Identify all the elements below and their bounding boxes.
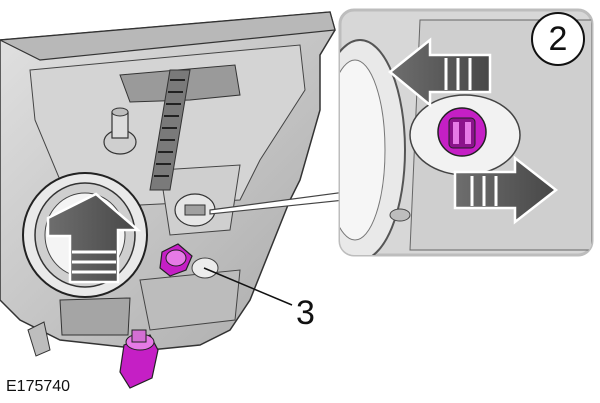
rotate-left-arrow: [388, 37, 492, 108]
insert-arrow: [46, 192, 142, 284]
callout-2-label: 2: [548, 20, 568, 58]
inset-detail: [338, 8, 594, 257]
callout-2-badge: 2: [531, 12, 585, 66]
figure-id-label: E175740: [6, 378, 71, 395]
wiring-clip: [27, 321, 51, 357]
callout-3-leader: [203, 267, 293, 306]
rotate-right-arrow: [453, 155, 559, 225]
callout-3-label: 3: [296, 294, 315, 332]
side-bulb-removed: [119, 329, 159, 389]
adjuster-screw: [103, 107, 137, 155]
bulb-holder-hole: [174, 193, 216, 227]
adjuster-strip: [149, 69, 191, 191]
